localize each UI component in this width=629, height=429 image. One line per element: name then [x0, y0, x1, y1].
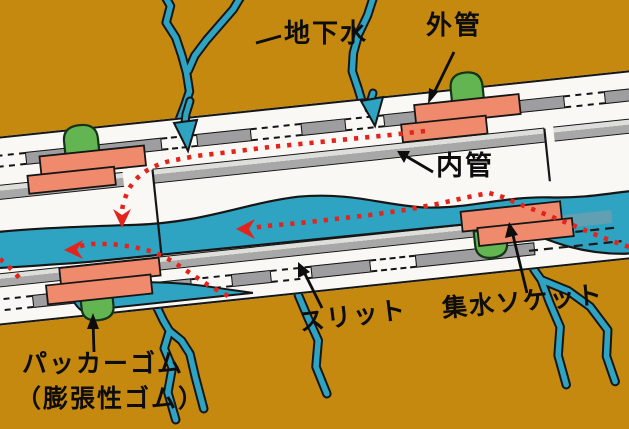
label-groundwater: 地下水	[284, 18, 369, 48]
label-packer-rubber-note: （膨張性ゴム）	[16, 385, 206, 413]
label-inner-pipe: 内管	[436, 151, 494, 181]
label-leader-arrowhead	[87, 88, 518, 329]
packer-dome	[449, 71, 486, 107]
water-entry-arrow	[172, 88, 385, 154]
red-flow-path	[0, 128, 629, 299]
label-packer-rubber: パッカーゴム	[22, 350, 185, 378]
red-flow-arrowhead	[64, 209, 255, 259]
label-outer-pipe: 外管	[426, 10, 483, 40]
collection-socket	[45, 273, 154, 306]
packer-dome	[62, 123, 101, 159]
collection-socket	[26, 165, 117, 195]
